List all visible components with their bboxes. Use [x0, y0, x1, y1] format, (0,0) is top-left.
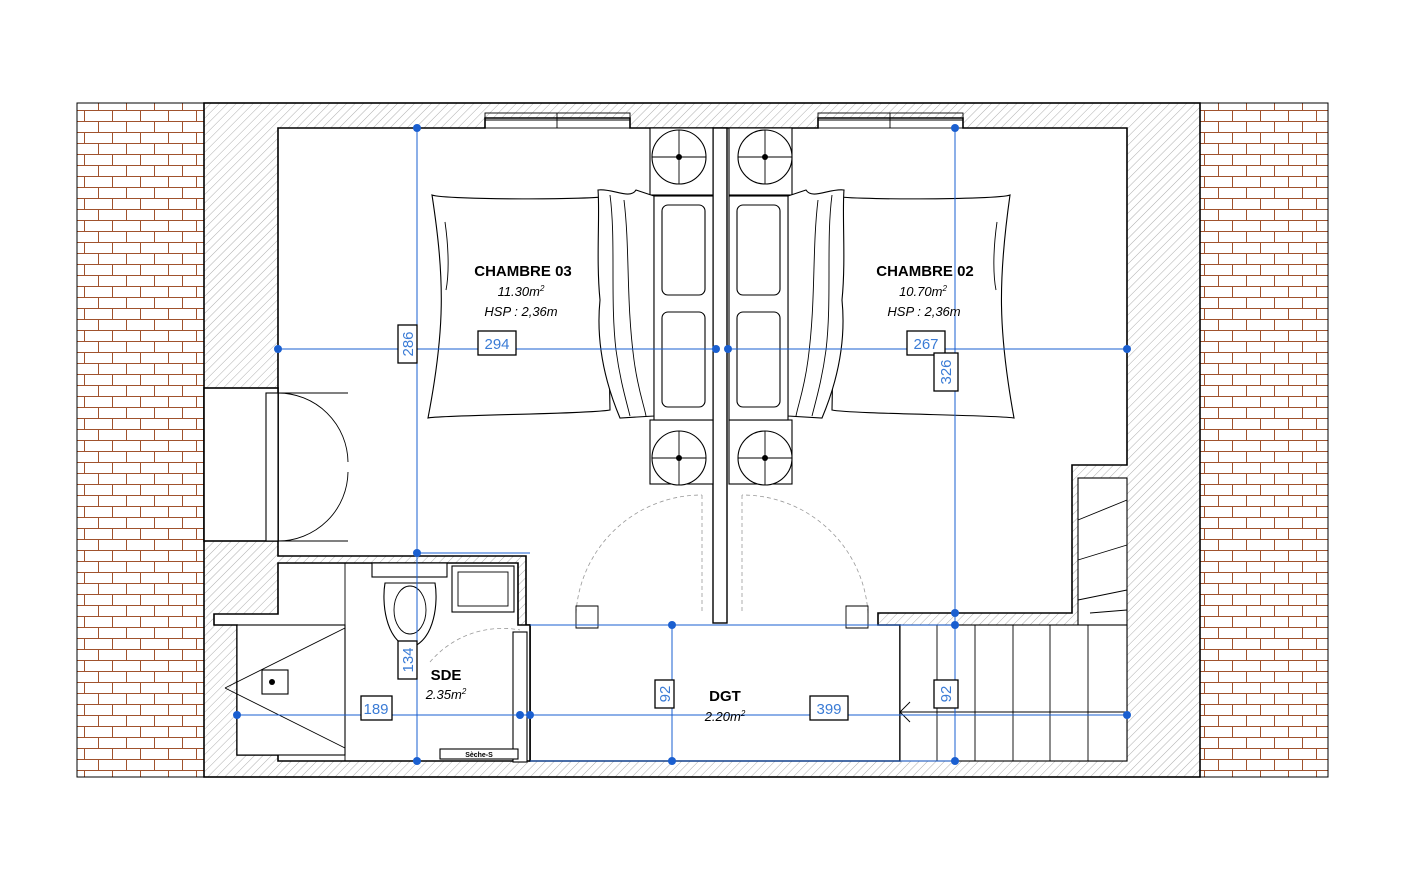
- window-chambre02: [817, 112, 964, 129]
- axis-nodes: [233, 124, 1131, 765]
- svg-text:SDE: SDE: [431, 667, 462, 684]
- dim-326: 326: [933, 352, 959, 392]
- dim-189: 189: [360, 695, 393, 721]
- svg-text:2.35m2: 2.35m2: [425, 687, 467, 702]
- dim-399: 399: [809, 695, 849, 721]
- svg-text:294: 294: [484, 336, 509, 353]
- shower: [224, 563, 346, 761]
- door-swing-chambre02: [741, 494, 869, 614]
- svg-text:10.70m2: 10.70m2: [899, 284, 947, 299]
- svg-text:286: 286: [400, 331, 417, 356]
- room-label-chambre02: CHAMBRE 02 10.70m2 HSP : 2,36m: [876, 263, 974, 319]
- door-swing-sde: [429, 628, 521, 663]
- dim-267: 267: [906, 330, 946, 356]
- nightstand-bottom-left: [649, 419, 714, 486]
- dryer-label: Sèche-S: [465, 752, 493, 759]
- svg-text:2.20m2: 2.20m2: [704, 709, 746, 724]
- nightstand-top-left: [649, 127, 714, 196]
- bed-chambre03: [427, 189, 714, 421]
- dim-286: 286: [397, 324, 418, 364]
- room-label-chambre03: CHAMBRE 03 11.30m2 HSP : 2,36m: [474, 263, 572, 319]
- nightstand-top-right: [728, 127, 793, 196]
- svg-text:92: 92: [657, 686, 674, 703]
- svg-text:326: 326: [938, 359, 955, 384]
- dim-134: 134: [397, 640, 418, 680]
- window-chambre03: [484, 112, 631, 129]
- nightstand-bottom-right: [728, 419, 793, 486]
- brick-wall-right: [1199, 102, 1329, 778]
- room-label-dgt: DGT 2.20m2: [704, 688, 746, 724]
- svg-text:CHAMBRE 03: CHAMBRE 03: [474, 263, 572, 280]
- dryer-tag: Sèche-S: [439, 748, 519, 760]
- svg-text:134: 134: [400, 647, 417, 672]
- bed-chambre02: [728, 189, 1015, 421]
- svg-text:CHAMBRE 02: CHAMBRE 02: [876, 263, 974, 280]
- svg-text:HSP : 2,36m: HSP : 2,36m: [484, 304, 557, 319]
- dim-294: 294: [477, 330, 517, 356]
- partition-wall: [712, 127, 728, 624]
- brick-wall-left: [76, 102, 205, 778]
- washbasin-unit: [451, 565, 515, 613]
- room-label-sde: SDE 2.35m2: [425, 667, 467, 702]
- staircase: [899, 477, 1128, 762]
- svg-text:DGT: DGT: [709, 688, 741, 705]
- toilet: [371, 562, 448, 649]
- svg-text:399: 399: [816, 701, 841, 718]
- dim-92-stair: 92: [933, 679, 959, 709]
- svg-text:11.30m2: 11.30m2: [498, 284, 545, 299]
- landing-double-door: [265, 392, 349, 542]
- svg-text:92: 92: [938, 686, 955, 703]
- dim-92-dgt: 92: [654, 679, 675, 709]
- door-swing-chambre03: [575, 494, 703, 614]
- svg-text:HSP : 2,36m: HSP : 2,36m: [887, 304, 960, 319]
- svg-text:267: 267: [913, 336, 938, 353]
- svg-text:189: 189: [363, 701, 388, 718]
